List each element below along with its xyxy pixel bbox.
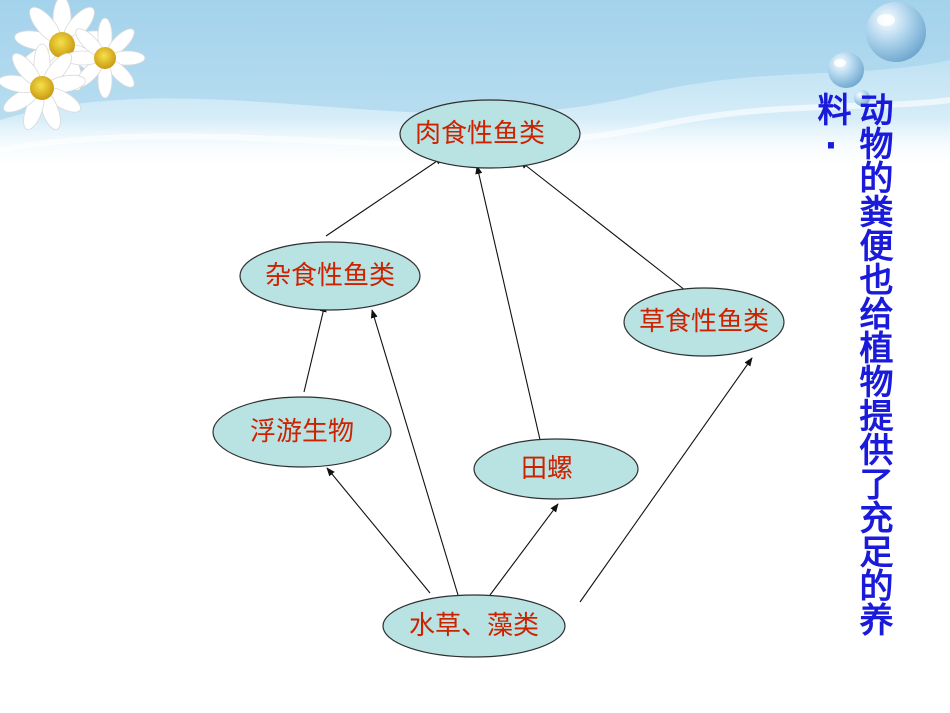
arrow-herbivorous-to-carnivorous: [519, 160, 691, 295]
daisy-flower-icon: [0, 43, 86, 130]
arrow-plants-to-plankton: [326, 467, 431, 594]
arrow-plants-to-herbivorous: [579, 357, 753, 603]
node-label: 水草、藻类: [409, 611, 539, 641]
node-carnivorous-fish: 肉食性鱼类: [399, 99, 581, 169]
node-herbivorous-fish: 草食性鱼类: [623, 287, 785, 357]
node-label: 田螺: [521, 454, 573, 484]
node-omnivorous-fish: 杂食性鱼类: [239, 241, 421, 311]
node-label: 杂食性鱼类: [265, 261, 395, 291]
arrow-plankton-to-omnivorous: [303, 303, 327, 393]
node-plankton: 浮游生物: [212, 396, 392, 468]
edges: [303, 156, 753, 603]
daisy-flower-icon: [64, 17, 146, 99]
bubble-icon: [854, 90, 870, 106]
node-label: 肉食性鱼类: [415, 119, 545, 149]
node-label: 草食性鱼类: [639, 307, 769, 337]
node-snail: 田螺: [473, 438, 639, 500]
arrow-snail-to-carnivorous: [475, 165, 542, 445]
bubble-icon: [828, 52, 864, 88]
node-aquatic-plants: 水草、藻类: [382, 594, 566, 658]
note-text-line-1: 动物的粪便也给植物提供了充足的养: [853, 92, 893, 636]
node-label: 浮游生物: [250, 417, 354, 447]
arrow-plants-to-snail: [489, 503, 559, 596]
arrow-omnivorous-to-carnivorous: [325, 156, 444, 237]
note-text-line-2: 料·: [811, 92, 851, 166]
arrow-plants-to-omnivorous: [370, 309, 459, 596]
bubble-icon: [866, 2, 926, 62]
